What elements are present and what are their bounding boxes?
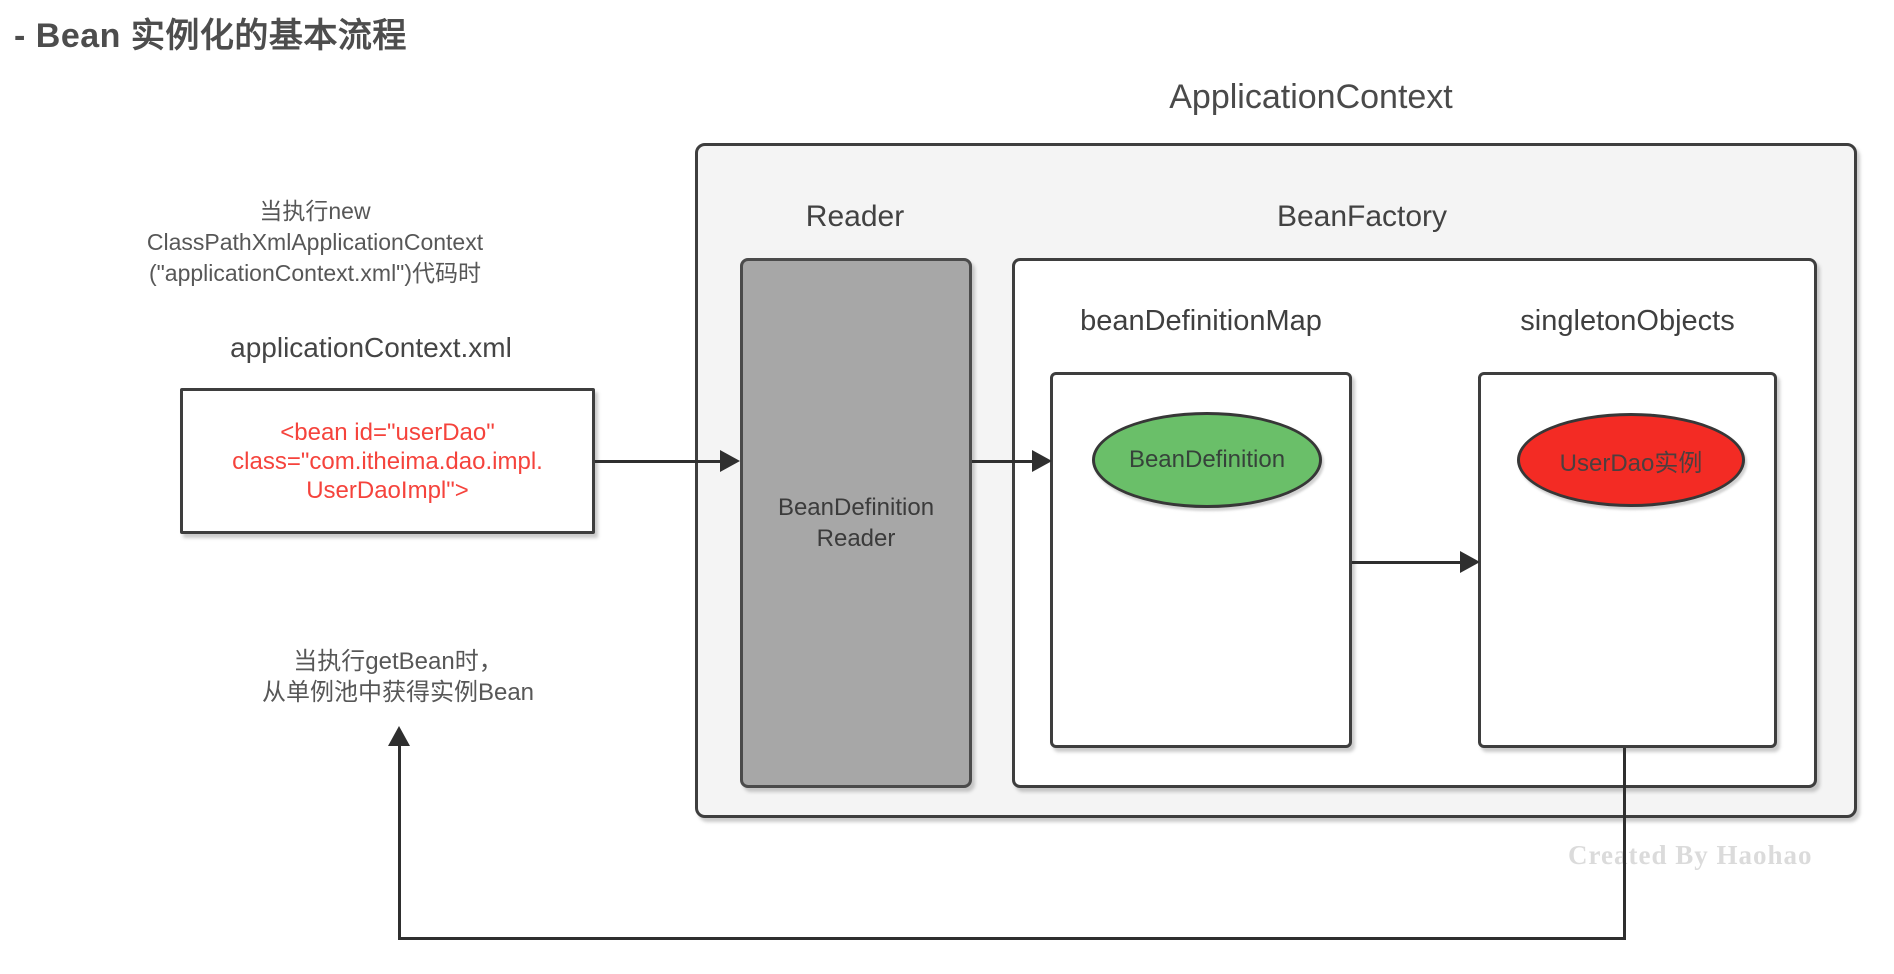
arrow-map-to-singleton-line	[1352, 561, 1462, 564]
userdao-instance-ellipse: UserDao实例	[1517, 413, 1745, 507]
bean-definition-reader-box: BeanDefinition Reader	[740, 258, 972, 788]
bean-definition-ellipse-label: BeanDefinition	[1128, 446, 1286, 473]
get-bean-note: 当执行getBean时， 从单例池中获得实例Bean	[198, 646, 598, 708]
page-title: - Bean 实例化的基本流程	[14, 17, 407, 55]
arrow-xml-to-reader-head-icon	[720, 450, 740, 472]
new-context-note: 当执行new ClassPathXmlApplicationContext ("…	[115, 196, 515, 289]
singleton-objects-label: singletonObjects	[1520, 305, 1735, 337]
xml-code-line2: class="com.itheima.dao.impl.	[232, 447, 543, 475]
bean-definition-ellipse: BeanDefinition	[1092, 412, 1322, 508]
feedback-arrow-up-head-icon	[388, 726, 410, 746]
get-bean-note-line1: 当执行getBean时，	[293, 648, 503, 675]
feedback-line-left-vertical	[398, 744, 401, 940]
bean-definition-reader-line2: Reader	[816, 525, 896, 552]
new-context-note-line1: 当执行new	[259, 198, 371, 224]
arrow-reader-to-map-head-icon	[1032, 450, 1052, 472]
bean-factory-label: BeanFactory	[1276, 200, 1448, 233]
bean-definition-map-label: beanDefinitionMap	[1080, 305, 1322, 337]
watermark: Created By Haohao	[1568, 840, 1813, 870]
application-context-title: ApplicationContext	[1169, 78, 1453, 116]
arrow-xml-to-reader-line	[595, 460, 723, 463]
new-context-note-line2: ClassPathXmlApplicationContext	[146, 229, 484, 255]
bean-definition-reader-line1: BeanDefinition	[777, 494, 935, 521]
xml-code-line1: <bean id="userDao"	[280, 418, 495, 446]
application-context-xml-box: <bean id="userDao" class="com.itheima.da…	[180, 388, 595, 534]
feedback-line-right-vertical	[1623, 748, 1626, 940]
get-bean-note-line2: 从单例池中获得实例Bean	[261, 679, 535, 706]
userdao-instance-ellipse-label: UserDao实例	[1559, 449, 1703, 477]
arrow-reader-to-map-line	[972, 460, 1034, 463]
new-context-note-line3: ("applicationContext.xml")代码时	[148, 260, 482, 286]
arrow-map-to-singleton-head-icon	[1460, 551, 1480, 573]
application-context-xml-label: applicationContext.xml	[230, 332, 512, 363]
reader-section-label: Reader	[805, 200, 905, 233]
feedback-line-bottom-horizontal	[398, 937, 1626, 940]
xml-code-line3: UserDaoImpl">	[306, 476, 469, 504]
